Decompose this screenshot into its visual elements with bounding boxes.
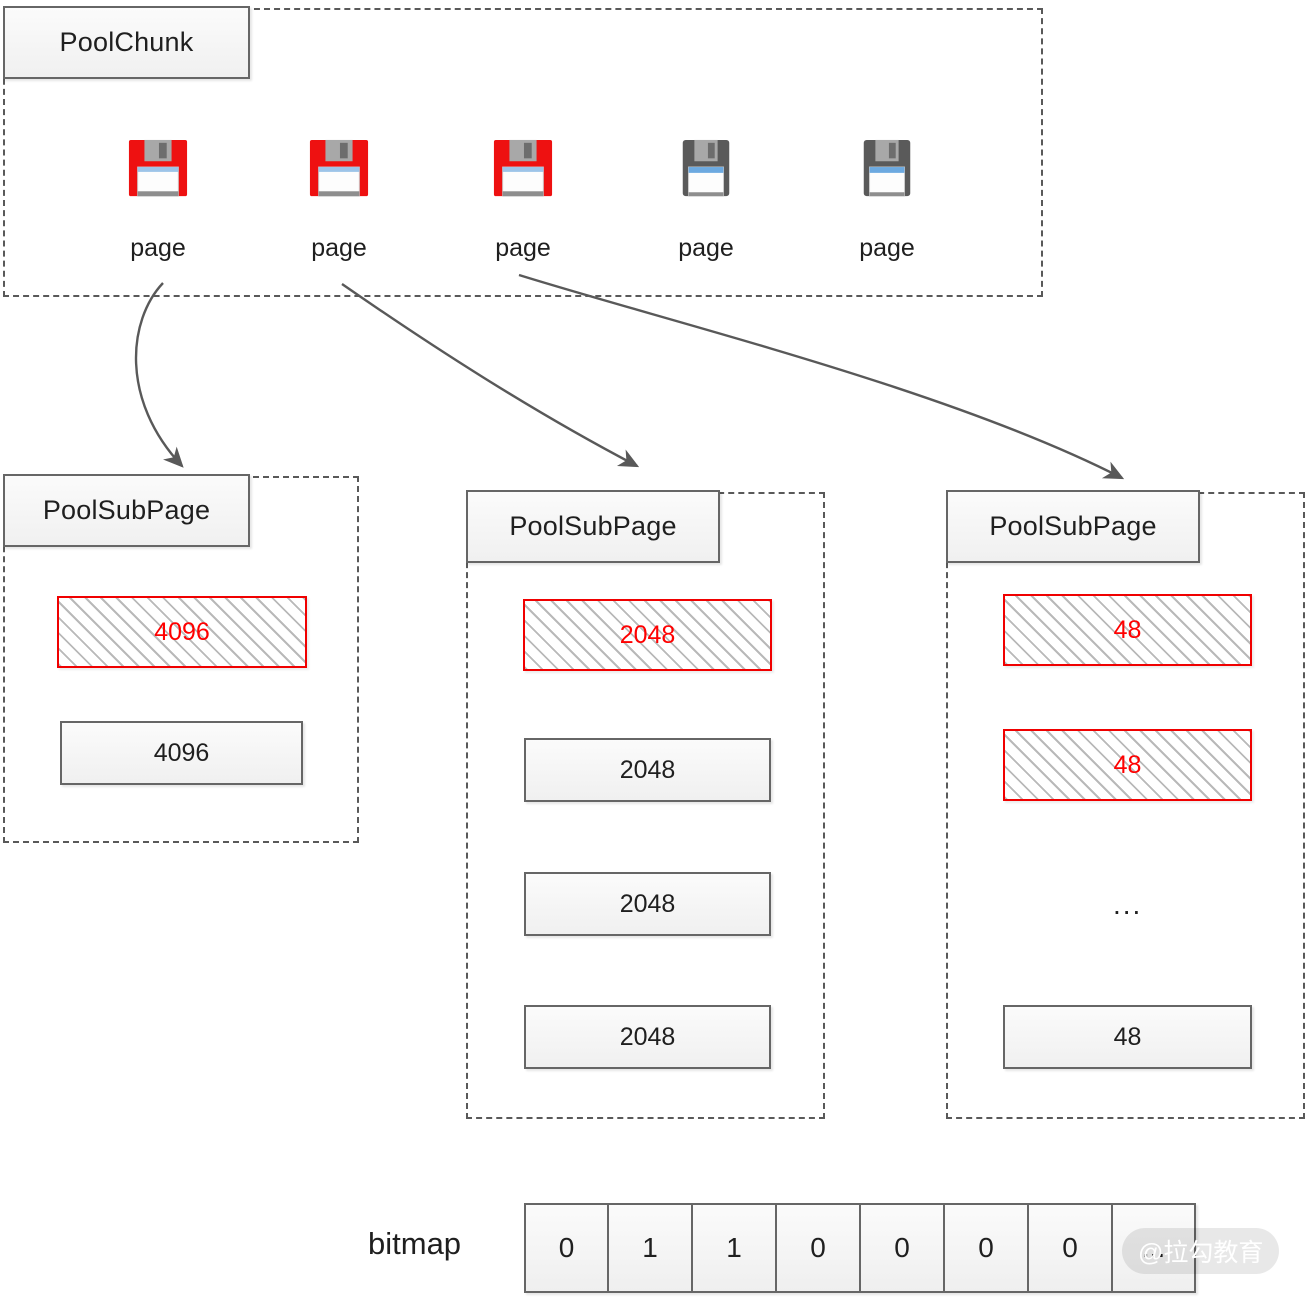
subpage-slot-free: 4096 bbox=[60, 721, 303, 785]
subpage-slot-free: 2048 bbox=[524, 738, 771, 802]
watermark: @拉勾教育 bbox=[1122, 1228, 1280, 1274]
bitmap-cell: 0 bbox=[776, 1203, 860, 1293]
slot-value: 2048 bbox=[619, 755, 676, 784]
floppy-disk-icon bbox=[856, 138, 918, 200]
page-label: page bbox=[678, 234, 734, 262]
subpage-slot-free: 48 bbox=[1003, 1005, 1252, 1069]
bitmap-cell: 1 bbox=[692, 1203, 776, 1293]
subpage-slot-used: 2048 bbox=[523, 599, 772, 671]
slot-value: 48 bbox=[1113, 1022, 1142, 1051]
subpage-slot-used: 48 bbox=[1003, 594, 1252, 666]
bitmap-cell: ... bbox=[1112, 1203, 1196, 1293]
subpage-slot-used: 4096 bbox=[57, 596, 307, 668]
page-label: page bbox=[495, 234, 551, 262]
subpage-slot-used: 48 bbox=[1003, 729, 1252, 801]
page-label: page bbox=[311, 234, 367, 262]
bitmap-cell: 0 bbox=[860, 1203, 944, 1293]
poolsubpage-title-box-1: PoolSubPage bbox=[3, 474, 250, 547]
subpage-slot-free: 2048 bbox=[524, 872, 771, 936]
subpage-slot-free: 2048 bbox=[524, 1005, 771, 1069]
bitmap-cell: 0 bbox=[944, 1203, 1028, 1293]
bitmap-cell: 0 bbox=[1028, 1203, 1112, 1293]
page-label: page bbox=[130, 234, 186, 262]
arrow-page1-to-subpage1 bbox=[134, 282, 184, 468]
poolchunk-title: PoolChunk bbox=[59, 27, 194, 57]
poolsubpage-title-box-3: PoolSubPage bbox=[946, 490, 1200, 563]
ellipsis-text: ... bbox=[1113, 889, 1143, 920]
poolsubpage-title: PoolSubPage bbox=[42, 495, 211, 525]
poolsubpage-title: PoolSubPage bbox=[989, 511, 1157, 541]
subpage-slot-ellipsis: ... bbox=[1113, 889, 1142, 921]
slot-value: 4096 bbox=[154, 617, 210, 646]
bitmap-cell: 1 bbox=[608, 1203, 692, 1293]
slot-value: 4096 bbox=[153, 738, 210, 767]
slot-value: 2048 bbox=[619, 620, 676, 649]
slot-value: 2048 bbox=[619, 1022, 676, 1051]
floppy-disk-icon bbox=[492, 138, 554, 200]
slot-value: 2048 bbox=[619, 889, 676, 918]
floppy-disk-icon bbox=[308, 138, 370, 200]
arrow-page2-to-subpage2 bbox=[341, 283, 640, 468]
poolchunk-title-box: PoolChunk bbox=[3, 6, 250, 79]
slot-value: 48 bbox=[1113, 750, 1142, 779]
slot-value: 48 bbox=[1113, 615, 1142, 644]
bitmap-table: 0 1 1 0 0 0 0 ... bbox=[524, 1203, 1196, 1293]
bitmap-cell: 0 bbox=[524, 1203, 608, 1293]
floppy-disk-icon bbox=[675, 138, 737, 200]
poolsubpage-title: PoolSubPage bbox=[509, 511, 677, 541]
poolsubpage-title-box-2: PoolSubPage bbox=[466, 490, 720, 563]
bitmap-label: bitmap bbox=[368, 1226, 462, 1261]
arrow-page3-to-subpage3 bbox=[518, 273, 1125, 480]
floppy-disk-icon bbox=[127, 138, 189, 200]
page-label: page bbox=[859, 234, 915, 262]
